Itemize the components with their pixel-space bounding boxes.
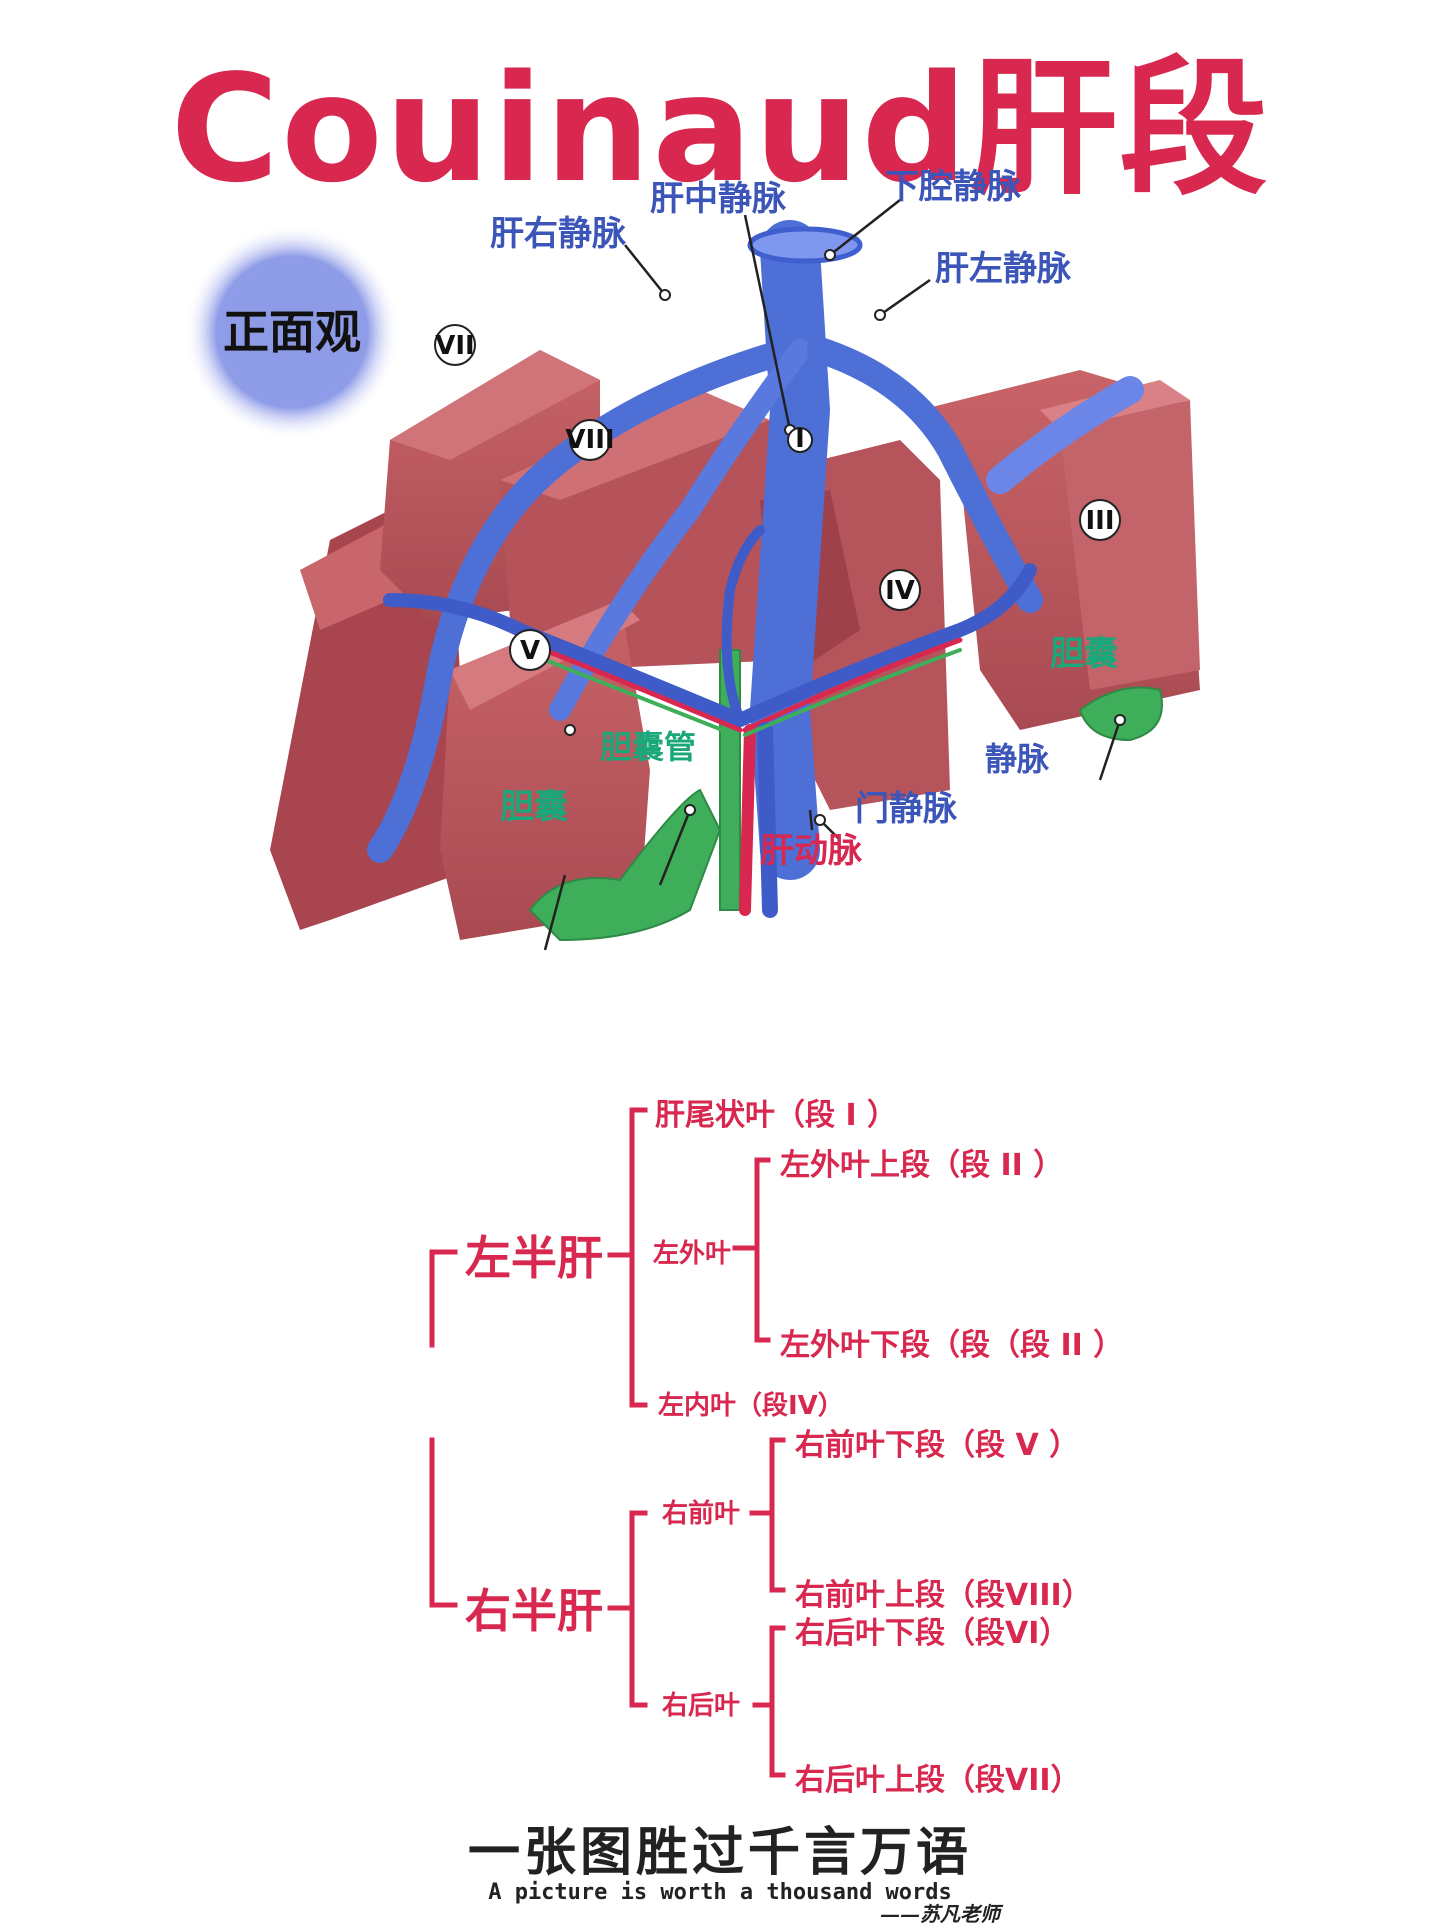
footer-slogan: 一张图胜过千言万语 (467, 1823, 972, 1883)
middle-hepatic-vein-label: 肝中静脉 (650, 179, 787, 219)
liver-segments (270, 350, 1200, 940)
hepatic-artery-label: 肝动脉 (760, 831, 863, 871)
right-posterior-lobe: 右后叶 (662, 1691, 741, 1721)
footer-author: ——苏凡老师 (880, 1902, 1000, 1926)
portal-vein-label: 门静脉 (855, 789, 958, 829)
partial-vein-label: 静脉 (985, 740, 1050, 778)
left-lateral-upper-segment: 左外叶上段（段 II ） (780, 1148, 1064, 1183)
view-badge: 正面观 (184, 224, 400, 440)
svg-text:I: I (795, 424, 805, 454)
liver-illustration: 正面观 (184, 167, 1200, 951)
left-medial-lobe: 左内叶（段IV） (658, 1391, 844, 1421)
inferior-vena-cava-label: 下腔静脉 (885, 167, 1022, 207)
right-posterior-upper-segment: 右后叶上段（段VII） (795, 1763, 1081, 1798)
svg-text:VII: VII (435, 331, 474, 361)
svg-text:V: V (520, 636, 540, 666)
gallbladder-left-label: 胆囊 (500, 787, 568, 827)
segment-vii-marker: VII (434, 324, 476, 366)
leader-dots (564, 249, 1126, 826)
segment-v-marker: V (509, 629, 551, 671)
right-anterior-lower-segment: 右前叶下段（段 V ） (795, 1428, 1080, 1463)
right-posterior-lower-segment: 右后叶下段（段VI） (795, 1616, 1070, 1651)
caudate-lobe: 肝尾状叶（段 I ） (655, 1098, 898, 1133)
right-half-liver: 右半肝 (465, 1584, 603, 1638)
svg-text:VIII: VIII (565, 425, 614, 455)
right-anterior-lobe: 右前叶 (662, 1499, 741, 1529)
left-lateral-lower-segment: 左外叶下段（段（段 II ） (780, 1328, 1124, 1363)
right-hepatic-vein-label: 肝右静脉 (490, 214, 627, 254)
page-title: Couinaud肝段 (170, 43, 1270, 215)
segment-iv-marker: IV (879, 569, 921, 611)
bile-labels: 胆囊管 胆囊 胆囊 (500, 634, 1118, 827)
segment-iii-marker: III (1079, 499, 1121, 541)
svg-text:IV: IV (885, 576, 915, 606)
footer-english: A picture is worth a thousand words (488, 1880, 952, 1905)
gallbladder-right-label: 胆囊 (1050, 634, 1118, 674)
segment-i-marker: I (787, 424, 813, 454)
segment-viii-marker: VIII (565, 419, 615, 461)
svg-text:III: III (1085, 506, 1114, 536)
left-lateral-lobe: 左外叶 (653, 1239, 732, 1269)
vessel-labels: 肝中静脉 下腔静脉 肝右静脉 肝左静脉 静脉 门静脉 肝动脉 (490, 167, 1072, 871)
right-anterior-upper-segment: 右前叶上段（段VIII） (795, 1578, 1092, 1613)
leader-lines (543, 199, 1122, 951)
view-label: 正面观 (223, 305, 361, 359)
left-half-liver: 左半肝 (465, 1231, 603, 1285)
cystic-duct-label: 胆囊管 (600, 728, 696, 766)
left-hepatic-vein-label: 肝左静脉 (935, 249, 1072, 289)
segment-markers: VII VIII I III IV V (434, 324, 1121, 671)
